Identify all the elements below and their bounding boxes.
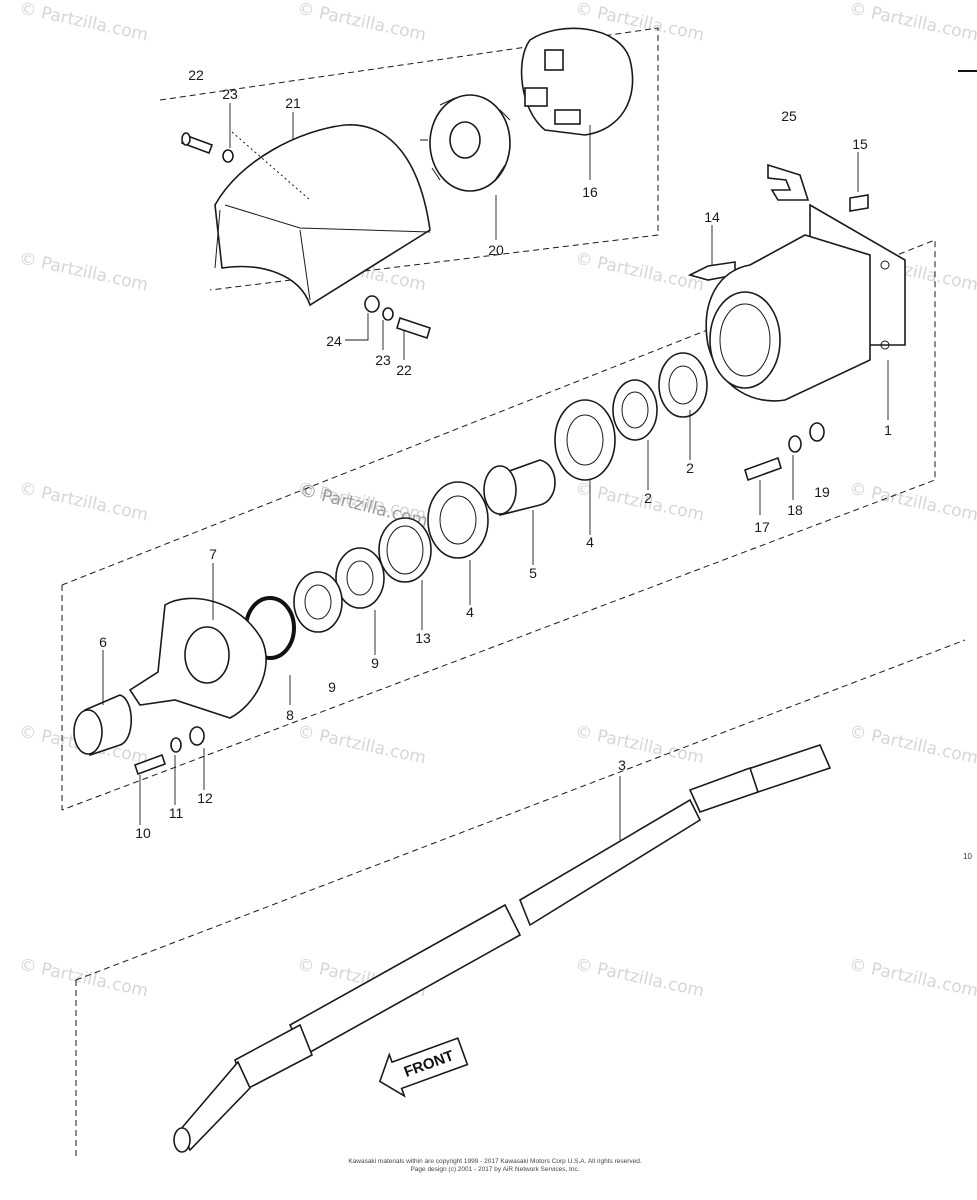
callout-8: 8 — [286, 707, 294, 723]
part-bearing-4 — [427, 481, 489, 559]
leader-lines — [102, 103, 889, 840]
part-bolt-left — [133, 726, 205, 776]
part-bolt-right — [744, 422, 825, 482]
callout-14: 14 — [704, 209, 720, 225]
part-pin — [849, 194, 869, 212]
callout-9: 9 — [371, 655, 379, 671]
callout-2: 2 — [644, 490, 652, 506]
callout-1: 1 — [884, 422, 892, 438]
callout-6: 6 — [99, 634, 107, 650]
part-bolt-lower — [364, 295, 431, 340]
callout-3: 3 — [618, 757, 626, 773]
callout-13: 13 — [415, 630, 431, 646]
callout-16: 16 — [582, 184, 598, 200]
part-cover — [214, 124, 431, 307]
callout-18: 18 — [787, 502, 803, 518]
copyright-line-1: Kawasaki materials within are copyright … — [348, 1158, 642, 1165]
part-housing — [705, 203, 906, 402]
edge-mark — [958, 70, 977, 72]
part-damper — [420, 94, 511, 192]
part-ring — [378, 517, 432, 583]
callout-20: 20 — [488, 242, 504, 258]
part-bushing — [73, 694, 132, 757]
callout-10: 10 — [135, 825, 151, 841]
callout-5: 5 — [529, 565, 537, 581]
callout-23: 23 — [222, 86, 238, 102]
callout-7: 7 — [209, 546, 217, 562]
part-drive-shaft — [173, 744, 832, 1153]
part-collar — [483, 459, 556, 516]
callout-25: 25 — [781, 108, 797, 124]
part-clip — [767, 163, 810, 201]
callout-19: 19 — [814, 484, 830, 500]
part-bearing-holder — [128, 597, 267, 719]
part-oil-seal — [293, 547, 385, 633]
front-arrow: FRONT — [378, 1037, 469, 1098]
callout-9: 9 — [328, 679, 336, 695]
callout-21: 21 — [285, 95, 301, 111]
callout-24: 24 — [326, 333, 342, 349]
callout-4: 4 — [466, 604, 474, 620]
part-bolt-top — [180, 132, 234, 163]
callout-4: 4 — [586, 534, 594, 550]
callout-22: 22 — [188, 67, 204, 83]
callout-17: 17 — [754, 519, 770, 535]
callout-15: 15 — [852, 136, 868, 152]
part-fitting — [687, 261, 736, 281]
copyright-footer: Kawasaki materials within are copyright … — [345, 1158, 645, 1174]
callout-2: 2 — [686, 460, 694, 476]
side-label: 10 — [963, 852, 972, 861]
copyright-line-2: Page design (c) 2001 - 2017 by AiR Netwo… — [410, 1166, 580, 1173]
callout-23: 23 — [375, 352, 391, 368]
callout-22: 22 — [396, 362, 412, 378]
callout-11: 11 — [168, 805, 184, 821]
group-boundary-lines — [61, 27, 966, 1160]
part-bearing — [554, 352, 708, 481]
part-coupling — [520, 27, 634, 136]
callout-12: 12 — [197, 790, 213, 806]
